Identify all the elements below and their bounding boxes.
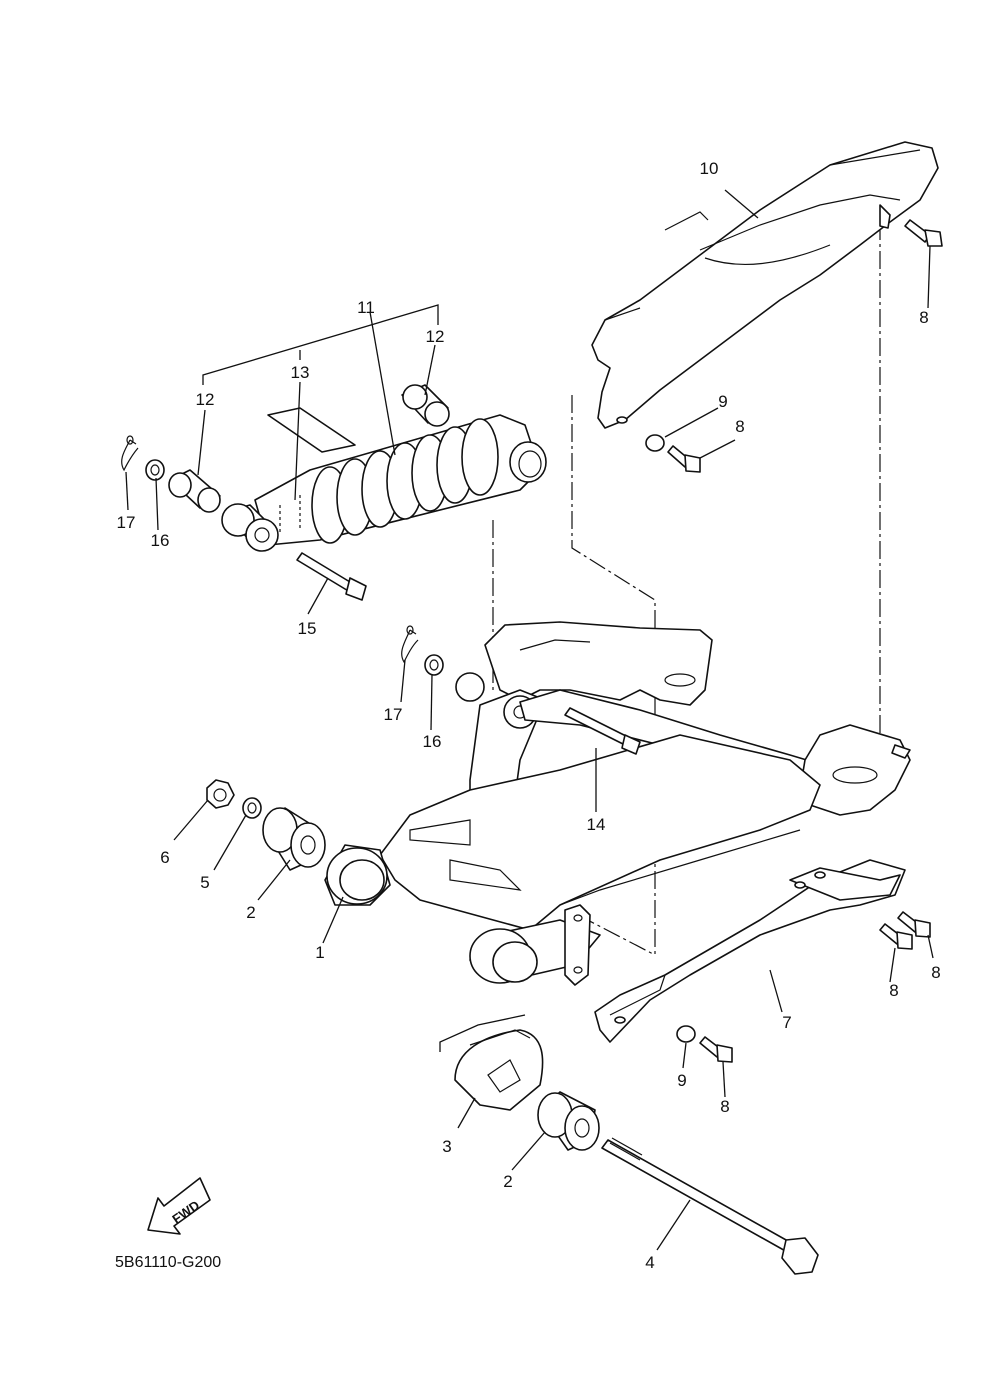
part-12-bushing-lower bbox=[168, 469, 221, 513]
part-5-washer bbox=[242, 797, 262, 819]
part-8-bolt-top bbox=[904, 219, 943, 247]
part-16-washer-lower bbox=[424, 654, 444, 676]
part-4-pivot-shaft bbox=[601, 1137, 819, 1275]
callout-16-upper: 16 bbox=[151, 531, 170, 550]
part-8-bolt-lower bbox=[699, 1036, 733, 1063]
callout-9-upper: 9 bbox=[718, 392, 727, 411]
callout-4: 4 bbox=[645, 1253, 654, 1272]
callout-15: 15 bbox=[298, 619, 317, 638]
callout-labels: 1 2 2 3 4 5 6 7 8 8 8 8 8 9 9 10 11 12 1… bbox=[117, 159, 941, 1272]
shock-spring-coils bbox=[311, 418, 499, 544]
callout-11: 11 bbox=[357, 298, 375, 317]
fwd-arrow: FWD bbox=[147, 1177, 211, 1235]
shock-lower-collar bbox=[221, 503, 279, 552]
callout-9-lower: 9 bbox=[677, 1071, 686, 1090]
leader-lines bbox=[125, 189, 934, 1251]
part-8-bolt-right-b bbox=[879, 923, 913, 950]
callout-13: 13 bbox=[291, 363, 310, 382]
part-9-washer-upper bbox=[645, 434, 665, 452]
part-17-cotter-pin-lower bbox=[401, 625, 419, 664]
callout-8-top: 8 bbox=[919, 308, 928, 327]
callout-1: 1 bbox=[315, 943, 324, 962]
part-11-rear-shock-absorber bbox=[254, 414, 547, 546]
callout-8-lower: 8 bbox=[720, 1097, 729, 1116]
part-1-rear-arm bbox=[324, 621, 911, 986]
part-17-cotter-pin-upper bbox=[121, 435, 139, 472]
callout-16-lower: 16 bbox=[423, 732, 442, 751]
callout-12-left: 12 bbox=[196, 390, 215, 409]
part-2-collar-lower bbox=[537, 1091, 600, 1151]
callout-3: 3 bbox=[442, 1137, 451, 1156]
part-8-bolt-mid bbox=[667, 445, 701, 473]
callout-8-right-b: 8 bbox=[931, 963, 940, 982]
callout-10: 10 bbox=[700, 159, 719, 178]
callout-17-upper: 17 bbox=[117, 513, 136, 532]
callout-2-upper: 2 bbox=[246, 903, 255, 922]
part-14-pin bbox=[564, 707, 641, 755]
part-12-bushing-upper bbox=[401, 384, 450, 427]
callout-8-mid: 8 bbox=[735, 417, 744, 436]
callout-6: 6 bbox=[160, 848, 169, 867]
part-8-bolt-right-a bbox=[897, 911, 931, 938]
part-9-washer-lower bbox=[676, 1025, 696, 1043]
part-13-label bbox=[267, 407, 356, 453]
part-2-collar-upper bbox=[262, 807, 326, 871]
callout-8-right-a: 8 bbox=[889, 981, 898, 1000]
part-10-chain-guard bbox=[591, 141, 939, 429]
diagram-code: 5B61110-G200 bbox=[115, 1254, 221, 1271]
part-3-rubber-block bbox=[454, 1029, 544, 1111]
callout-17-lower: 17 bbox=[384, 705, 403, 724]
callout-14: 14 bbox=[587, 815, 606, 834]
part-15-bolt bbox=[296, 552, 367, 601]
callout-5: 5 bbox=[200, 873, 209, 892]
part-7-chain-protector bbox=[594, 859, 906, 1043]
callout-2-lower: 2 bbox=[503, 1172, 512, 1191]
part-6-nut bbox=[206, 779, 235, 809]
part-16-washer-upper bbox=[145, 459, 165, 481]
callout-12-right: 12 bbox=[426, 327, 445, 346]
callout-7: 7 bbox=[782, 1013, 791, 1032]
